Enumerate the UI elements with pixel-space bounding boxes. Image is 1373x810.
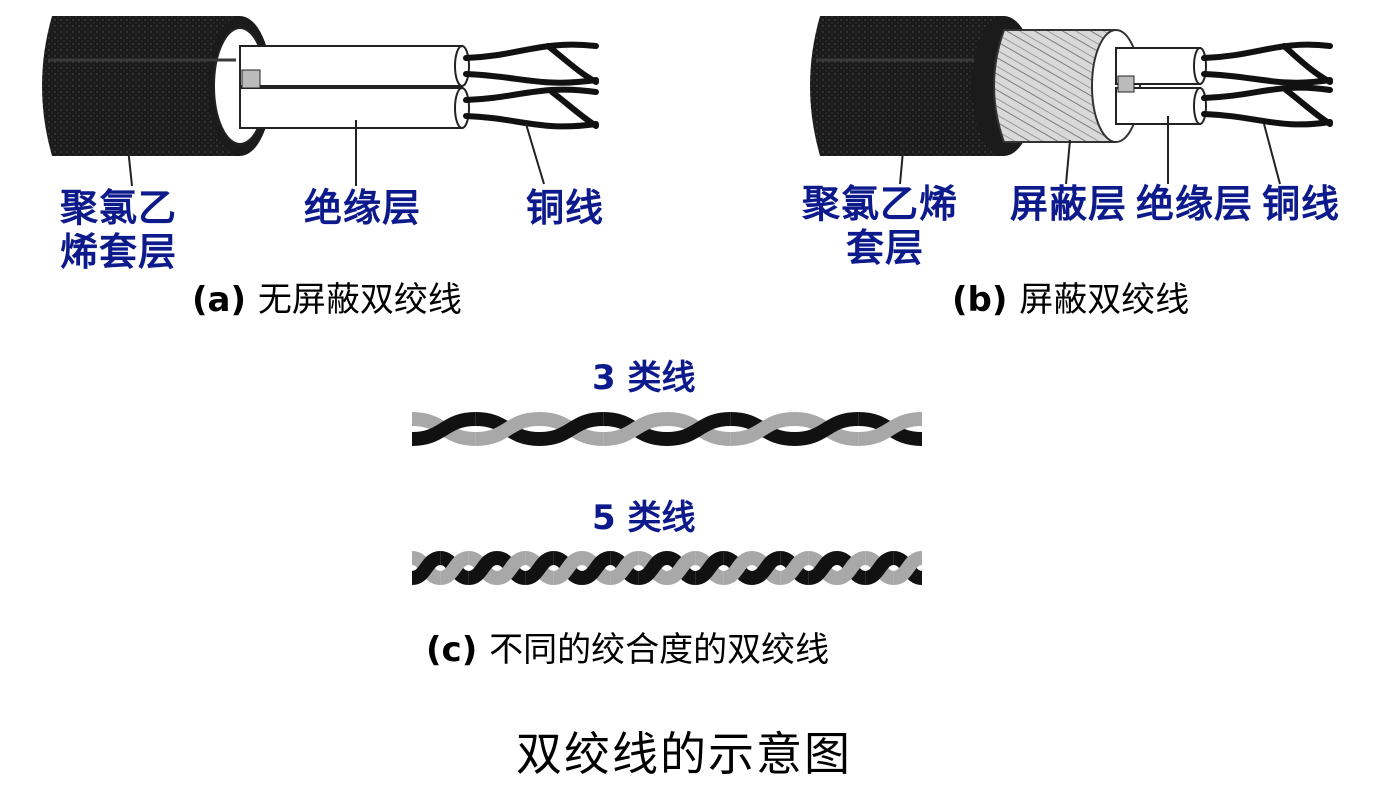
- dark-strand-segment: [807, 551, 839, 585]
- dark-strand-segment: [694, 551, 725, 585]
- label-jacket-b-line2: 套层: [846, 226, 925, 270]
- dark-strand-segment: [666, 412, 732, 446]
- label-cat3: 3 类线: [592, 358, 696, 398]
- pvc-jacket: [42, 16, 272, 156]
- light-strand-segment: [892, 551, 924, 585]
- caption-c: (c) 不同的绞合度的双绞线: [426, 630, 829, 670]
- caption-b: (b) 屏蔽双绞线: [952, 280, 1189, 320]
- label-insulation-a: 绝缘层: [304, 186, 422, 230]
- dark-strand-segment: [411, 412, 477, 446]
- dark-strand-segment: [524, 551, 555, 585]
- caption-b-text: 屏蔽双绞线: [1019, 280, 1190, 320]
- light-strand-segment: [609, 551, 640, 585]
- dark-strand-segment: [410, 551, 442, 585]
- label-jacket-a-line2: 烯套层: [60, 230, 178, 274]
- dark-strand-segment: [637, 551, 669, 585]
- light-strand-segment: [602, 412, 668, 446]
- label-cat5: 5 类线: [592, 498, 696, 538]
- light-strand-segment: [835, 551, 867, 585]
- unshielded-cable: [42, 16, 599, 187]
- label-copper-b: 铜线: [1262, 182, 1341, 226]
- label-jacket-a-line1: 聚氯乙: [60, 186, 178, 230]
- light-strand-segment: [730, 412, 795, 446]
- caption-a-prefix: (a): [192, 280, 247, 320]
- caption-a: (a) 无屏蔽双绞线: [192, 280, 462, 320]
- cat5-twisted-pair: [410, 551, 924, 585]
- caption-c-prefix: (c): [426, 630, 478, 670]
- insulation-layer-b: [1115, 47, 1207, 125]
- dark-strand-segment: [580, 551, 612, 585]
- label-insulation-b: 绝缘层: [1136, 182, 1254, 226]
- dark-strand-segment: [539, 412, 604, 446]
- light-strand-segment: [779, 551, 810, 585]
- cat3-twisted-pair: [411, 412, 923, 446]
- label-jacket-b-line1: 聚氯乙烯: [802, 182, 959, 226]
- leader-lines-b: [899, 116, 1281, 185]
- dark-strand-segment: [794, 412, 859, 446]
- copper-wires-b: [1201, 41, 1333, 128]
- light-strand-segment: [722, 551, 754, 585]
- light-strand-segment: [475, 412, 540, 446]
- figure-title: 双绞线的示意图: [516, 727, 852, 781]
- dark-strand-segment: [467, 551, 499, 585]
- light-strand-segment: [665, 551, 697, 585]
- caption-c-text: 不同的绞合度的双绞线: [489, 630, 830, 670]
- leader-lines-a: [127, 120, 545, 187]
- dark-strand-segment: [750, 551, 782, 585]
- label-shield-b: 屏蔽层: [1010, 182, 1128, 226]
- light-strand-segment: [552, 551, 584, 585]
- caption-b-prefix: (b): [952, 280, 1008, 320]
- light-strand-segment: [439, 551, 470, 585]
- light-strand-segment: [495, 551, 527, 585]
- caption-a-text: 无屏蔽双绞线: [257, 280, 462, 320]
- light-strand-segment: [857, 412, 923, 446]
- insulation-layer: [239, 45, 470, 129]
- shielded-cable: [810, 16, 1333, 185]
- copper-wires: [463, 41, 599, 130]
- dark-strand-segment: [864, 551, 895, 585]
- label-copper-a: 铜线: [526, 186, 605, 230]
